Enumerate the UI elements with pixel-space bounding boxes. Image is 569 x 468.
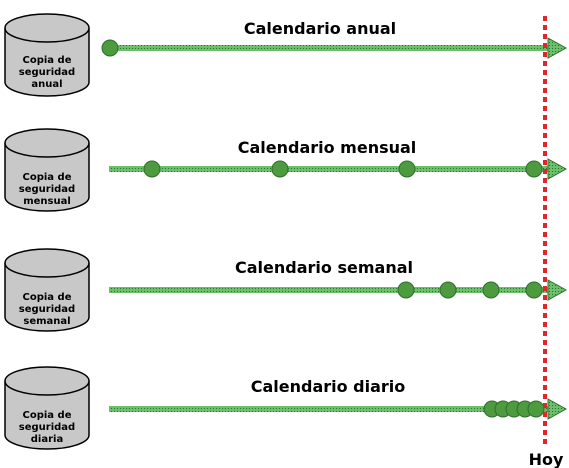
timeline-arrowhead xyxy=(547,398,568,420)
cylinder-daily: Copia de seguridad diaria xyxy=(4,366,90,450)
timeline-arrowhead xyxy=(547,37,568,59)
cylinder-label-line2: seguridad xyxy=(19,422,75,433)
cylinder-label-line3: anual xyxy=(31,79,62,90)
timeline-arrowhead xyxy=(547,279,568,301)
backup-point xyxy=(525,160,543,178)
backup-point xyxy=(482,281,500,299)
timeline-line xyxy=(109,406,549,412)
row-daily: Copia de seguridad diaria Calendario dia… xyxy=(4,366,568,450)
cylinder-label-line1: Copia de xyxy=(23,55,72,66)
row-monthly: Copia de seguridad mensual Calendario me… xyxy=(4,128,568,212)
cylinder-label-line2: seguridad xyxy=(19,304,75,315)
backup-point xyxy=(439,281,457,299)
row-title: Calendario anual xyxy=(244,19,396,38)
timeline-line xyxy=(109,166,549,172)
cylinder-label-line2: seguridad xyxy=(19,184,75,195)
cylinder-label-line1: Copia de xyxy=(23,172,72,183)
timeline-line xyxy=(109,287,549,293)
today-label: Hoy xyxy=(529,450,564,468)
backup-point xyxy=(527,400,545,418)
backup-point xyxy=(143,160,161,178)
cylinder-label-line2: seguridad xyxy=(19,67,75,78)
backup-point xyxy=(101,39,119,57)
row-annual: Copia de seguridad anual Calendario anua… xyxy=(4,13,568,97)
row-title: Calendario mensual xyxy=(238,138,417,157)
cylinder-weekly: Copia de seguridad semanal xyxy=(4,248,90,332)
cylinder-annual: Copia de seguridad anual xyxy=(4,13,90,97)
cylinder-label-line3: semanal xyxy=(23,316,70,327)
backup-point xyxy=(525,281,543,299)
cylinder-label-line1: Copia de xyxy=(23,292,72,303)
cylinder-label-line3: mensual xyxy=(23,196,71,207)
row-title: Calendario diario xyxy=(251,377,406,396)
timeline-arrowhead xyxy=(547,158,568,180)
backup-point xyxy=(397,281,415,299)
row-weekly: Copia de seguridad semanal Calendario se… xyxy=(4,248,568,332)
backup-point xyxy=(271,160,289,178)
row-title: Calendario semanal xyxy=(235,258,413,277)
timeline-line xyxy=(109,45,549,51)
backup-point xyxy=(398,160,416,178)
cylinder-monthly: Copia de seguridad mensual xyxy=(4,128,90,212)
cylinder-label-line1: Copia de xyxy=(23,410,72,421)
cylinder-label-line3: diaria xyxy=(31,434,63,445)
